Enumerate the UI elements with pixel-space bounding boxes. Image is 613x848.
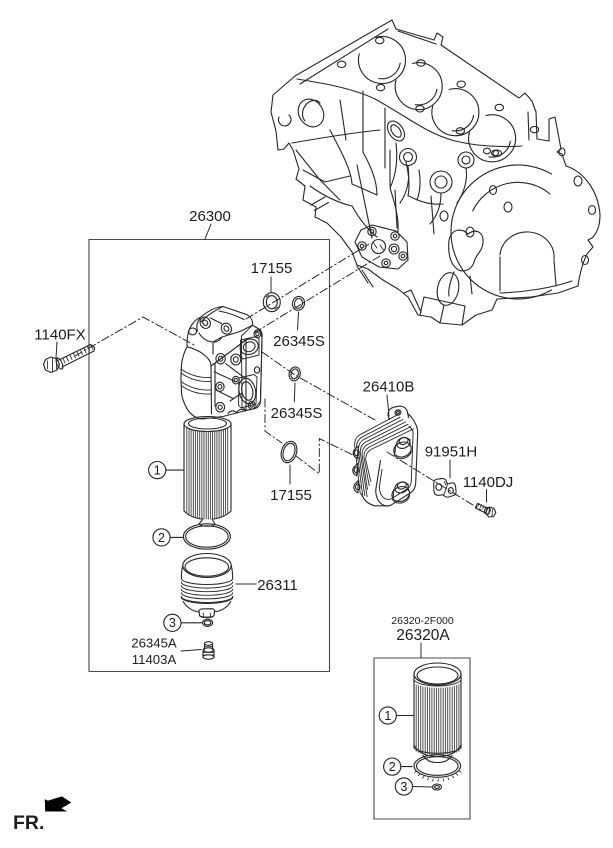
svg-text:1: 1: [154, 464, 161, 478]
svg-text:17155: 17155: [270, 487, 312, 504]
svg-text:17155: 17155: [251, 260, 293, 277]
svg-text:2: 2: [389, 760, 396, 774]
svg-text:FR.: FR.: [13, 812, 44, 834]
svg-text:26311: 26311: [257, 577, 298, 594]
svg-text:11403A: 11403A: [132, 652, 177, 667]
svg-text:26410B: 26410B: [363, 379, 415, 396]
svg-text:26345S: 26345S: [273, 333, 325, 350]
svg-text:2: 2: [158, 531, 165, 545]
svg-text:1140DJ: 1140DJ: [463, 474, 514, 491]
svg-text:1140FX: 1140FX: [34, 327, 85, 344]
svg-text:26320-2F000: 26320-2F000: [391, 615, 454, 627]
svg-text:26345A: 26345A: [131, 636, 177, 651]
svg-text:3: 3: [400, 780, 407, 794]
svg-text:1: 1: [384, 709, 391, 723]
svg-text:26300: 26300: [189, 208, 231, 225]
svg-text:26320A: 26320A: [396, 627, 450, 644]
svg-text:26345S: 26345S: [271, 405, 323, 422]
svg-text:91951H: 91951H: [425, 444, 478, 461]
svg-text:3: 3: [169, 616, 176, 630]
